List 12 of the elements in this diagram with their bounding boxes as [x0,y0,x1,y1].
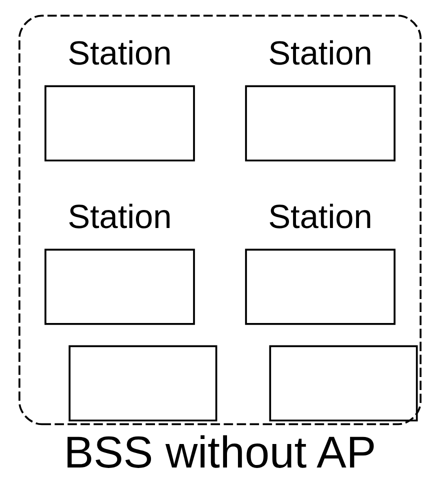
node-label: Station [268,36,372,73]
node-label: Station [268,199,372,236]
node-box [68,345,218,422]
node-box [44,85,195,162]
node-label: Station [68,199,172,236]
node-label: Station [68,36,172,73]
node-box [245,248,396,325]
cluster [18,14,422,426]
node-box [269,345,418,422]
node-box [245,85,396,162]
caption: BSS without AP [64,428,376,478]
node-box [44,248,195,325]
